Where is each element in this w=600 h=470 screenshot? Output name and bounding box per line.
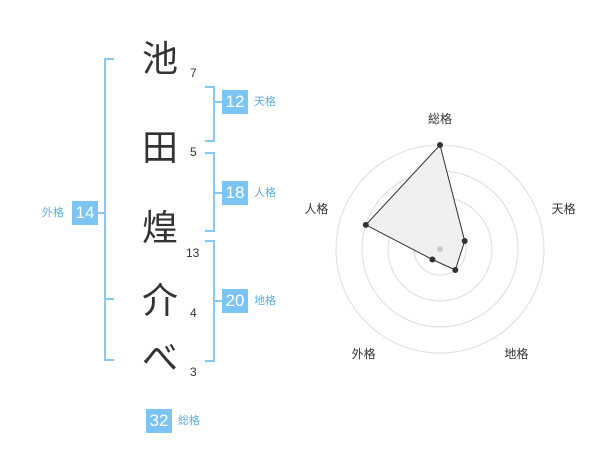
name-character-2: 田 xyxy=(141,128,178,169)
radar-axis-label-3: 外格 xyxy=(352,346,376,361)
chikaku-label: 地格 xyxy=(254,294,276,307)
radar-series xyxy=(362,142,468,273)
radar-axis-label-2: 地格 xyxy=(504,346,528,361)
radar-point-3 xyxy=(429,256,436,263)
radar-point-4 xyxy=(362,221,369,228)
radar-center-dot xyxy=(437,246,443,252)
name-character-3: 煌 xyxy=(141,208,178,249)
radar-point-1 xyxy=(461,238,468,244)
soukaku-value: 32 xyxy=(146,409,172,433)
jinkaku-connector xyxy=(213,192,222,194)
chikaku-value: 20 xyxy=(222,289,248,313)
gaikaku-bracket-divider xyxy=(104,298,114,300)
gaikaku-label: 外格 xyxy=(42,206,64,219)
stroke-count-4: 4 xyxy=(190,306,197,320)
chikaku-connector xyxy=(213,300,222,302)
tenkaku-value: 12 xyxy=(222,90,248,114)
radar-axis-label-0: 総格 xyxy=(428,111,452,126)
radar-axis-label-1: 天格 xyxy=(552,201,576,216)
jinkaku-value: 18 xyxy=(222,181,248,205)
gaikaku-bracket xyxy=(104,58,114,361)
radar-point-0 xyxy=(437,142,443,148)
stroke-count-2: 5 xyxy=(190,145,197,159)
radar-series-polygon xyxy=(364,143,466,271)
radar-axis-label-4: 人格 xyxy=(304,201,328,216)
jinkaku-label: 人格 xyxy=(254,186,276,199)
radar-point-2 xyxy=(452,267,459,273)
tenkaku-bracket xyxy=(205,86,215,142)
tenkaku-label: 天格 xyxy=(254,95,276,108)
soukaku-label: 総格 xyxy=(178,414,200,427)
stroke-count-5: 3 xyxy=(190,365,197,379)
name-character-4: 介 xyxy=(141,281,178,322)
stroke-count-3: 13 xyxy=(186,246,200,260)
name-character-5: べ xyxy=(141,338,178,379)
tenkaku-connector xyxy=(213,101,222,103)
gaikaku-value: 14 xyxy=(72,201,98,225)
name-character-1: 池 xyxy=(141,39,178,80)
gaikaku-bracket-connector xyxy=(96,212,106,214)
stroke-count-1: 7 xyxy=(190,66,197,80)
